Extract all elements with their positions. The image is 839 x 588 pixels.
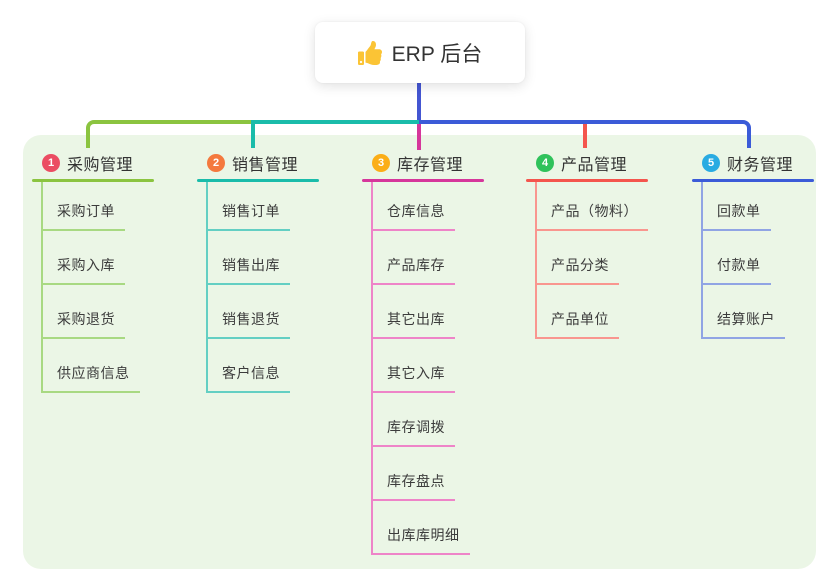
root-node-label: ERP 后台 [391,42,483,66]
connector-branch-2 [251,120,419,148]
branch-node[interactable]: 1 采购管理 [42,148,154,178]
child-node-label: 采购订单 [43,201,125,231]
branch-2: 2 销售管理销售订单销售出库销售退货客户信息 [197,148,319,393]
child-node[interactable]: 采购入库 [43,231,154,285]
child-node[interactable]: 其它出库 [373,285,484,339]
branch-number-badge: 3 [372,154,390,172]
branches-background-panel [23,135,816,569]
child-node-label: 销售订单 [208,201,290,231]
branch-children: 产品（物料） 产品分类产品单位 [535,182,648,339]
child-node-label: 销售出库 [208,255,290,285]
child-node[interactable]: 采购退货 [43,285,154,339]
connector-branch-5 [419,120,751,148]
child-node-label: 回款单 [703,201,771,231]
child-node[interactable]: 产品分类 [537,231,648,285]
child-node-label: 产品单位 [537,309,619,339]
child-node-label: 销售退货 [208,309,290,339]
branch-number-badge: 2 [207,154,225,172]
child-node[interactable]: 回款单 [703,182,814,231]
child-node-label: 其它入库 [373,363,455,393]
child-node[interactable]: 产品（物料） [537,182,648,231]
branch-number-badge: 1 [42,154,60,172]
branch-children: 回款单付款单结算账户 [701,182,814,339]
branch-underline [692,179,814,182]
child-node[interactable]: 产品库存 [373,231,484,285]
branch-node[interactable]: 3 库存管理 [372,148,484,178]
child-node[interactable]: 其它入库 [373,339,484,393]
child-node-label: 结算账户 [703,309,785,339]
root-connector-line [417,83,421,121]
child-node-label: 产品库存 [373,255,455,285]
child-node[interactable]: 付款单 [703,231,814,285]
branch-label: 产品管理 [561,157,628,174]
child-node[interactable]: 产品单位 [537,285,648,339]
child-node[interactable]: 销售出库 [208,231,319,285]
thumbs-up-icon [357,40,382,65]
child-node[interactable]: 销售订单 [208,182,319,231]
branch-number-badge: 4 [536,154,554,172]
branch-underline [362,179,484,182]
connector-branch-3 [417,124,421,150]
branch-3: 3 库存管理仓库信息产品库存其它出库其它入库库存调拨库存盘点出库库明细 [362,148,484,555]
branch-children: 销售订单销售出库销售退货客户信息 [206,182,319,393]
child-node-label: 产品分类 [537,255,619,285]
branch-4: 4 产品管理产品（物料） 产品分类产品单位 [526,148,648,339]
child-node[interactable]: 供应商信息 [43,339,154,393]
child-node-label: 采购入库 [43,255,125,285]
child-node-label: 库存调拨 [373,417,455,447]
child-node-label: 客户信息 [208,363,290,393]
branch-label: 库存管理 [397,157,464,174]
branch-label: 销售管理 [232,157,299,174]
connector-branch-4 [583,124,587,148]
root-node[interactable]: ERP 后台 [315,22,525,83]
branch-node[interactable]: 5 财务管理 [702,148,814,178]
child-node-label: 供应商信息 [43,363,140,393]
child-node-label: 付款单 [703,255,771,285]
branch-underline [197,179,319,182]
branch-label: 采购管理 [67,157,134,174]
branch-number-badge: 5 [702,154,720,172]
child-node[interactable]: 客户信息 [208,339,319,393]
child-node[interactable]: 结算账户 [703,285,814,339]
branch-1: 1 采购管理采购订单采购入库采购退货供应商信息 [32,148,154,393]
branch-underline [32,179,154,182]
child-node-label: 采购退货 [43,309,125,339]
child-node[interactable]: 仓库信息 [373,182,484,231]
branch-label: 财务管理 [727,157,794,174]
branch-children: 仓库信息产品库存其它出库其它入库库存调拨库存盘点出库库明细 [371,182,484,555]
connector-branch-1 [86,120,253,148]
child-node[interactable]: 采购订单 [43,182,154,231]
child-node[interactable]: 出库库明细 [373,501,484,555]
child-node-label: 出库库明细 [373,525,470,555]
child-node-label: 产品（物料） [537,201,648,231]
child-node[interactable]: 库存盘点 [373,447,484,501]
branch-5: 5 财务管理回款单付款单结算账户 [692,148,814,339]
child-node[interactable]: 销售退货 [208,285,319,339]
branch-underline [526,179,648,182]
branch-node[interactable]: 2 销售管理 [207,148,319,178]
child-node-label: 库存盘点 [373,471,455,501]
child-node-label: 仓库信息 [373,201,455,231]
branch-node[interactable]: 4 产品管理 [536,148,648,178]
child-node-label: 其它出库 [373,309,455,339]
child-node[interactable]: 库存调拨 [373,393,484,447]
branch-children: 采购订单采购入库采购退货供应商信息 [41,182,154,393]
